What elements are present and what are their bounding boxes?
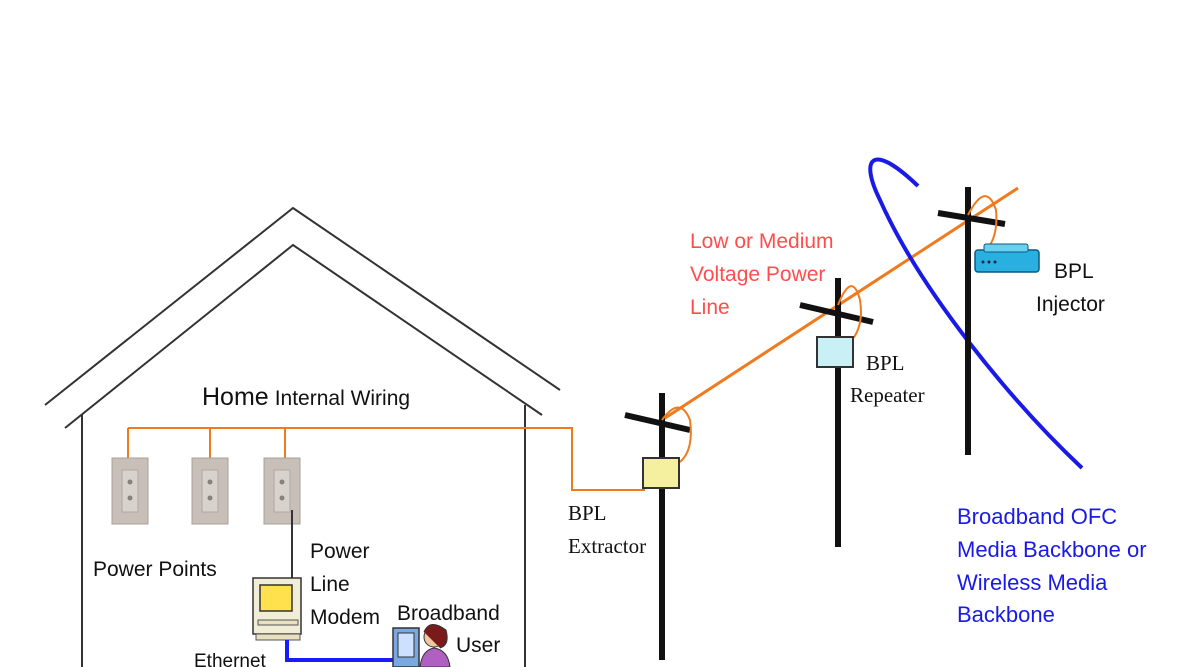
house-roof-outer: [44, 206, 561, 406]
modem-label-2: Line: [310, 573, 350, 596]
pole-repeater: [799, 278, 874, 547]
backbone-label-4: Backbone: [957, 602, 1055, 627]
power-line-label-3: Line: [690, 296, 730, 319]
repeater-label-2: Repeater: [850, 383, 925, 407]
injector-label-1: BPL: [1054, 260, 1094, 283]
power-points-label: Power Points: [93, 558, 217, 581]
modem-computer-icon: [252, 577, 302, 641]
power-outlet-icon: [111, 457, 149, 525]
house: [44, 206, 561, 667]
injector-label-2: Injector: [1036, 293, 1105, 316]
internal-wire-main: [128, 427, 645, 491]
pole-injector: [937, 187, 1040, 455]
power-line-label-2: Voltage Power: [690, 263, 825, 286]
modem-label-3: Modem: [310, 606, 380, 629]
power-outlet-icon: [191, 457, 229, 525]
modem-label-1: Power: [310, 540, 370, 563]
repeater-label-1: BPL: [866, 351, 905, 375]
bpl-extractor-box: [642, 457, 680, 489]
extractor-label-1: BPL: [568, 501, 607, 525]
user-at-computer-icon: [392, 624, 451, 667]
house-roof-inner: [64, 243, 543, 429]
router-device-icon: [974, 243, 1040, 273]
bpl-repeater-box: [816, 336, 854, 368]
user-label-2: User: [456, 634, 500, 657]
backbone-label-1: Broadband OFC: [957, 504, 1117, 529]
pole-extractor: [624, 393, 692, 660]
backbone-label-3: Wireless Media: [957, 570, 1108, 595]
power-line-label-1: Low or Medium: [690, 230, 834, 253]
broadband-backbone-curve: [868, 157, 1084, 470]
power-outlet-icon: [263, 457, 301, 525]
internal-wiring: [127, 427, 645, 491]
power-outlets: [111, 457, 301, 525]
extractor-label-2: Extractor: [568, 534, 646, 558]
ethernet-cable: [285, 640, 400, 662]
backbone-label-2: Media Backbone or: [957, 537, 1147, 562]
user-label-1: Broadband: [397, 602, 500, 625]
ethernet-label: Ethernet: [194, 651, 267, 667]
